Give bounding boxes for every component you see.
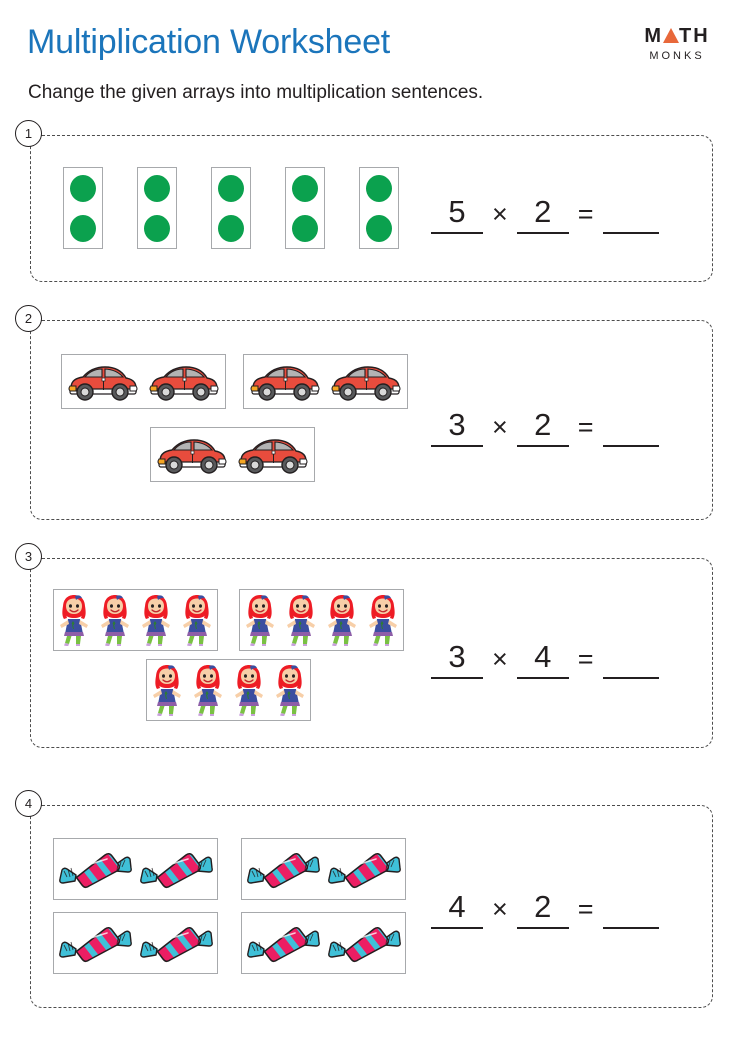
logo-letter-m: M <box>644 25 663 47</box>
factor1-blank[interactable]: 5 <box>431 195 483 234</box>
array-group-box <box>61 354 226 409</box>
triangle-icon <box>663 28 679 43</box>
factor1-blank[interactable]: 4 <box>431 890 483 929</box>
green-circle-icon <box>70 214 96 242</box>
candy-icon <box>246 846 320 892</box>
red-car-icon <box>249 362 321 402</box>
doll-icon <box>284 594 318 646</box>
array-group-box <box>53 912 218 974</box>
problem-1: 1 5 × <box>15 120 713 282</box>
green-circle-icon <box>144 174 170 202</box>
array-group-box <box>53 838 218 900</box>
green-circle-icon <box>292 214 318 242</box>
equals-operator: = <box>577 894 594 925</box>
candy-icon <box>139 846 214 892</box>
red-car-icon <box>330 362 402 402</box>
green-circle-icon <box>218 214 244 242</box>
array-group-box <box>146 659 311 721</box>
array-group-box <box>239 589 404 651</box>
candy-icon <box>327 846 402 892</box>
array-group-box <box>241 912 406 974</box>
problem-number-badge: 4 <box>15 790 42 817</box>
worksheet-header: Multiplication Worksheet Change the give… <box>0 0 742 118</box>
green-circle-icon <box>218 174 244 202</box>
mathmonks-logo: M TH MONKS <box>638 26 716 62</box>
problem-number-badge: 1 <box>15 120 42 147</box>
page-title: Multiplication Worksheet <box>27 23 391 61</box>
problem-2: 2 <box>15 305 713 520</box>
doll-icon <box>98 594 132 646</box>
logo-wordmark: M TH <box>638 26 716 47</box>
green-circle-icon <box>70 174 96 202</box>
problem-number-badge: 3 <box>15 543 42 570</box>
array-group-box <box>211 167 251 249</box>
doll-icon <box>366 594 400 646</box>
red-car-icon <box>67 362 139 402</box>
doll-icon <box>232 664 266 716</box>
multiply-operator: × <box>492 199 508 230</box>
factor2-blank[interactable]: 2 <box>516 890 569 929</box>
logo-subtext: MONKS <box>649 50 705 62</box>
green-circle-icon <box>366 214 392 242</box>
equation-1: 5 × 2 = <box>431 195 659 234</box>
candy-icon <box>58 920 132 966</box>
array-group-box <box>241 838 406 900</box>
doll-icon <box>180 594 214 646</box>
doll-icon <box>150 664 184 716</box>
equation-4: 4 × 2 = <box>431 890 659 929</box>
candy-icon <box>139 920 214 966</box>
factor2-blank[interactable]: 2 <box>516 195 569 234</box>
red-car-icon <box>148 362 220 402</box>
candy-icon <box>327 920 402 966</box>
multiply-operator: × <box>492 644 508 675</box>
equation-3: 3 × 4 = <box>431 640 659 679</box>
logo-letters-th: TH <box>679 25 710 47</box>
answer-blank[interactable] <box>602 674 659 679</box>
factor2-blank[interactable]: 2 <box>516 408 569 447</box>
problem-number-badge: 2 <box>15 305 42 332</box>
equals-operator: = <box>577 199 594 230</box>
doll-icon <box>139 594 173 646</box>
doll-icon <box>273 664 307 716</box>
factor1-blank[interactable]: 3 <box>431 408 483 447</box>
candy-icon <box>58 846 132 892</box>
array-group-box <box>63 167 103 249</box>
red-car-icon <box>156 435 228 475</box>
green-circle-icon <box>366 174 392 202</box>
equation-2: 3 × 2 = <box>431 408 659 447</box>
doll-icon <box>191 664 225 716</box>
multiply-operator: × <box>492 412 508 443</box>
answer-blank[interactable] <box>602 229 659 234</box>
doll-icon <box>57 594 91 646</box>
equals-operator: = <box>577 644 594 675</box>
candy-icon <box>246 920 320 966</box>
doll-icon <box>243 594 277 646</box>
array-group-box <box>359 167 399 249</box>
answer-blank[interactable] <box>602 442 659 447</box>
array-group-box <box>243 354 408 409</box>
problem-3: 3 <box>15 543 713 748</box>
array-group-box <box>137 167 177 249</box>
factor1-blank[interactable]: 3 <box>431 640 483 679</box>
doll-icon <box>325 594 359 646</box>
array-group-box <box>150 427 315 482</box>
green-circle-icon <box>144 214 170 242</box>
factor2-blank[interactable]: 4 <box>516 640 569 679</box>
green-circle-icon <box>292 174 318 202</box>
equals-operator: = <box>577 412 594 443</box>
multiply-operator: × <box>492 894 508 925</box>
problem-4: 4 <box>15 790 713 1008</box>
answer-blank[interactable] <box>602 924 659 929</box>
red-car-icon <box>237 435 309 475</box>
array-group-box <box>53 589 218 651</box>
array-group-box <box>285 167 325 249</box>
instructions-text: Change the given arrays into multiplicat… <box>28 82 484 103</box>
